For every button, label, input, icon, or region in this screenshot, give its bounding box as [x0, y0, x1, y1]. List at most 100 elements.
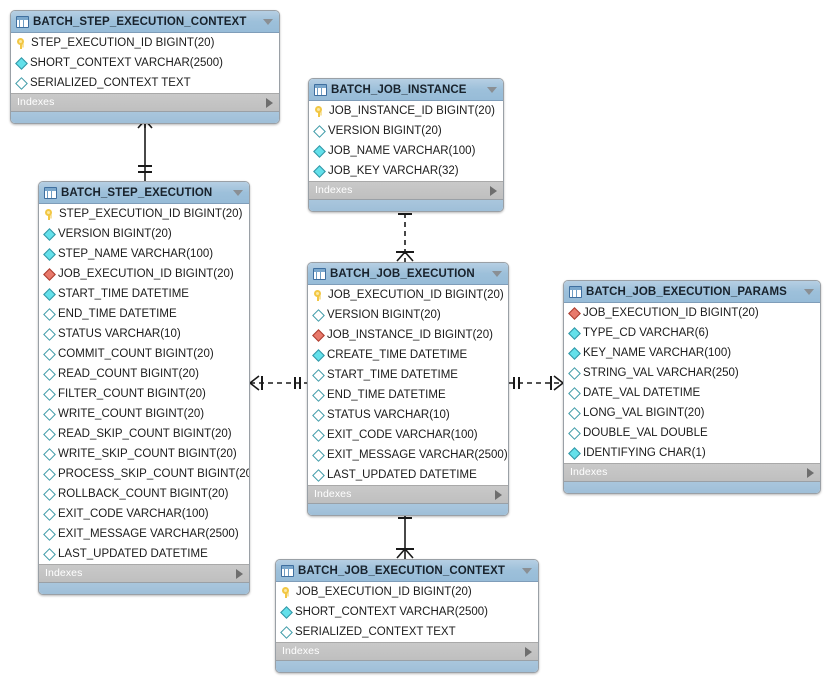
chevron-down-icon[interactable]	[263, 18, 273, 25]
column-row[interactable]: STATUS VARCHAR(10)	[39, 324, 249, 344]
column-row[interactable]: KEY_NAME VARCHAR(100)	[564, 343, 820, 363]
column-row[interactable]: STEP_EXECUTION_ID BIGINT(20)	[11, 33, 279, 53]
column-row[interactable]: WRITE_SKIP_COUNT BIGINT(20)	[39, 444, 249, 464]
column-row[interactable]: LONG_VAL BIGINT(20)	[564, 403, 820, 423]
table-title-bar[interactable]: BATCH_STEP_EXECUTION_CONTEXT	[11, 11, 279, 33]
table-title-bar[interactable]: BATCH_JOB_EXECUTION	[308, 263, 508, 285]
column-label: JOB_EXECUTION_ID BIGINT(20)	[58, 267, 234, 280]
column-label: VERSION BIGINT(20)	[328, 124, 442, 137]
table-icon	[16, 15, 29, 28]
column-label: LAST_UPDATED DATETIME	[327, 468, 477, 481]
table-title-bar[interactable]: BATCH_JOB_EXECUTION_PARAMS	[564, 281, 820, 303]
column-label: STEP_NAME VARCHAR(100)	[58, 247, 214, 260]
rel-job-execution-to-params	[509, 375, 565, 391]
indexes-section[interactable]: Indexes	[11, 93, 279, 111]
column-label: END_TIME DATETIME	[327, 388, 446, 401]
column-row[interactable]: VERSION BIGINT(20)	[309, 121, 503, 141]
chevron-down-icon[interactable]	[233, 189, 243, 196]
column-row[interactable]: EXIT_MESSAGE VARCHAR(2500)	[39, 524, 249, 544]
column-row[interactable]: START_TIME DATETIME	[308, 365, 508, 385]
column-list: STEP_EXECUTION_ID BIGINT(20)VERSION BIGI…	[39, 204, 249, 564]
column-row[interactable]: STEP_NAME VARCHAR(100)	[39, 244, 249, 264]
column-row[interactable]: EXIT_CODE VARCHAR(100)	[39, 504, 249, 524]
chevron-down-icon[interactable]	[804, 288, 814, 295]
column-row[interactable]: VERSION BIGINT(20)	[39, 224, 249, 244]
table-title-bar[interactable]: BATCH_STEP_EXECUTION	[39, 182, 249, 204]
table-footer	[276, 660, 538, 672]
column-row[interactable]: STATUS VARCHAR(10)	[308, 405, 508, 425]
table-title-bar[interactable]: BATCH_JOB_INSTANCE	[309, 79, 503, 101]
indexes-section[interactable]: Indexes	[308, 485, 508, 503]
column-row[interactable]: SERIALIZED_CONTEXT TEXT	[11, 73, 279, 93]
column-row[interactable]: DOUBLE_VAL DOUBLE	[564, 423, 820, 443]
chevron-down-icon[interactable]	[487, 86, 497, 93]
column-label: LAST_UPDATED DATETIME	[58, 547, 208, 560]
column-row[interactable]: START_TIME DATETIME	[39, 284, 249, 304]
column-label: START_TIME DATETIME	[327, 368, 458, 381]
column-label: CREATE_TIME DATETIME	[327, 348, 468, 361]
chevron-right-icon[interactable]	[807, 467, 814, 478]
column-row[interactable]: WRITE_COUNT BIGINT(20)	[39, 404, 249, 424]
column-row[interactable]: JOB_EXECUTION_ID BIGINT(20)	[308, 285, 508, 305]
column-row[interactable]: COMMIT_COUNT BIGINT(20)	[39, 344, 249, 364]
chevron-down-icon[interactable]	[522, 567, 532, 574]
indexes-section[interactable]: Indexes	[39, 564, 249, 582]
column-row[interactable]: VERSION BIGINT(20)	[308, 305, 508, 325]
chevron-right-icon[interactable]	[525, 646, 532, 657]
chevron-right-icon[interactable]	[266, 97, 273, 108]
column-row[interactable]: EXIT_CODE VARCHAR(100)	[308, 425, 508, 445]
table-footer	[308, 503, 508, 515]
key-icon	[314, 105, 325, 117]
chevron-right-icon[interactable]	[236, 568, 243, 579]
column-row[interactable]: IDENTIFYING CHAR(1)	[564, 443, 820, 463]
chevron-right-icon[interactable]	[495, 489, 502, 500]
column-row[interactable]: JOB_NAME VARCHAR(100)	[309, 141, 503, 161]
table-name: BATCH_STEP_EXECUTION	[61, 186, 213, 199]
column-row[interactable]: END_TIME DATETIME	[308, 385, 508, 405]
column-row[interactable]: JOB_INSTANCE_ID BIGINT(20)	[309, 101, 503, 121]
column-row[interactable]: SHORT_CONTEXT VARCHAR(2500)	[11, 53, 279, 73]
table-footer	[39, 582, 249, 594]
chevron-down-icon[interactable]	[492, 270, 502, 277]
column-list: STEP_EXECUTION_ID BIGINT(20) SHORT_CONTEX…	[11, 33, 279, 93]
table-title-bar[interactable]: BATCH_JOB_EXECUTION_CONTEXT	[276, 560, 538, 582]
indexes-section[interactable]: Indexes	[276, 642, 538, 660]
column-row[interactable]: SHORT_CONTEXT VARCHAR(2500)	[276, 602, 538, 622]
column-row[interactable]: JOB_EXECUTION_ID BIGINT(20)	[39, 264, 249, 284]
table-batch_step_execution[interactable]: BATCH_STEP_EXECUTION STEP_EXECUTION_ID BI…	[38, 181, 250, 595]
column-row[interactable]: JOB_EXECUTION_ID BIGINT(20)	[564, 303, 820, 323]
column-row[interactable]: EXIT_MESSAGE VARCHAR(2500)	[308, 445, 508, 465]
column-row[interactable]: READ_SKIP_COUNT BIGINT(20)	[39, 424, 249, 444]
key-icon	[313, 289, 324, 301]
column-row[interactable]: END_TIME DATETIME	[39, 304, 249, 324]
column-row[interactable]: PROCESS_SKIP_COUNT BIGINT(20)	[39, 464, 249, 484]
column-row[interactable]: CREATE_TIME DATETIME	[308, 345, 508, 365]
column-row[interactable]: LAST_UPDATED DATETIME	[308, 465, 508, 485]
indexes-section[interactable]: Indexes	[564, 463, 820, 481]
column-row[interactable]: STRING_VAL VARCHAR(250)	[564, 363, 820, 383]
column-row[interactable]: LAST_UPDATED DATETIME	[39, 544, 249, 564]
column-row[interactable]: JOB_KEY VARCHAR(32)	[309, 161, 503, 181]
indexes-section[interactable]: Indexes	[309, 181, 503, 199]
column-label: ROLLBACK_COUNT BIGINT(20)	[58, 487, 229, 500]
column-row[interactable]: SERIALIZED_CONTEXT TEXT	[276, 622, 538, 642]
chevron-right-icon[interactable]	[490, 185, 497, 196]
column-row[interactable]: TYPE_CD VARCHAR(6)	[564, 323, 820, 343]
column-row[interactable]: STEP_EXECUTION_ID BIGINT(20)	[39, 204, 249, 224]
column-row[interactable]: ROLLBACK_COUNT BIGINT(20)	[39, 484, 249, 504]
indexes-label: Indexes	[45, 567, 83, 579]
column-row[interactable]: READ_COUNT BIGINT(20)	[39, 364, 249, 384]
column-row[interactable]: JOB_INSTANCE_ID BIGINT(20)	[308, 325, 508, 345]
column-row[interactable]: JOB_EXECUTION_ID BIGINT(20)	[276, 582, 538, 602]
table-icon	[569, 285, 582, 298]
column-list: JOB_EXECUTION_ID BIGINT(20)SHORT_CONTEXT…	[276, 582, 538, 642]
column-label: STEP_EXECUTION_ID BIGINT(20)	[31, 36, 215, 49]
column-row[interactable]: DATE_VAL DATETIME	[564, 383, 820, 403]
column-row[interactable]: FILTER_COUNT BIGINT(20)	[39, 384, 249, 404]
